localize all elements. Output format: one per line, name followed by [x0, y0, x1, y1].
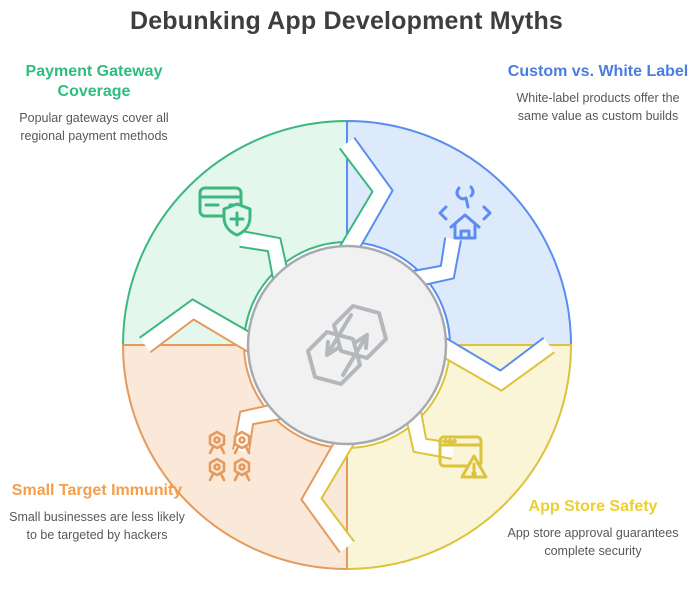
chevron-edge — [435, 351, 555, 392]
chevron-cut — [411, 237, 461, 288]
shield-plus-icon — [222, 202, 252, 237]
browser-warning-icon — [438, 435, 488, 479]
user-icon — [233, 457, 251, 482]
page-title: Debunking App Development Myths — [129, 7, 564, 35]
house-roof — [449, 213, 481, 229]
user-icon — [208, 457, 226, 482]
quadrant-body: White-label products offer the same valu… — [516, 91, 680, 123]
sync-hexagons-logo — [306, 304, 388, 386]
quadrant-text-payment-gateway-coverage: Payment Gateway Coverage Popular gateway… — [2, 62, 186, 146]
chevron-edge — [139, 298, 259, 339]
chevron-edge — [149, 318, 251, 354]
wrench-icon — [455, 186, 470, 209]
chevron-edge — [443, 336, 545, 372]
chevron-edge — [300, 433, 341, 553]
house-walls — [453, 223, 477, 240]
quadrant-heading: Custom vs. White Label — [507, 63, 689, 80]
hexagon-shape — [306, 330, 362, 386]
quadrant-heading: Small Target Immunity — [11, 482, 183, 499]
chevron-edge — [320, 441, 356, 543]
segment-custom-vs-white-label — [346, 120, 572, 346]
code-bracket-right-icon — [482, 205, 492, 221]
quadrant-body: Small businesses are less likely to be t… — [9, 510, 185, 542]
quadrant-text-small-target-immunity: Small Target Immunity Small businesses a… — [6, 481, 188, 545]
user-icon — [233, 430, 251, 455]
chevron-edge — [410, 237, 447, 273]
quadrant-text-custom-vs-white-label: Custom vs. White Label White-label produ… — [505, 62, 691, 126]
quadrant-heading: App Store Safety — [528, 498, 658, 515]
chevron-cut — [239, 231, 290, 281]
house-code-tools-icon — [438, 185, 492, 240]
user-icon — [208, 430, 226, 455]
quadrant-body: App store approval guarantees complete s… — [507, 526, 679, 558]
chevron-edge — [414, 240, 462, 289]
hexagon-shape — [332, 304, 388, 360]
code-bracket-left-icon — [438, 205, 448, 221]
quadrant-heading: Payment Gateway Coverage — [25, 63, 163, 100]
user-group-icon — [208, 430, 251, 482]
chevron-edge — [242, 230, 291, 278]
segment-app-store-safety — [346, 344, 572, 570]
chevron-edge — [353, 137, 394, 257]
arrow-down-left-icon — [325, 313, 353, 357]
chevron-edge — [239, 245, 275, 282]
warning-triangle-icon — [460, 454, 488, 479]
arrow-up-right-icon — [341, 333, 369, 377]
house-door — [459, 229, 471, 240]
chevron-edge — [338, 147, 374, 249]
credit-card-shield-plus-icon — [198, 186, 252, 237]
center-disc — [246, 244, 448, 446]
quadrant-body: Popular gateways cover all regional paym… — [19, 111, 169, 143]
quadrant-text-app-store-safety: App Store Safety App store approval guar… — [496, 497, 690, 561]
segment-small-target-immunity — [122, 344, 348, 570]
